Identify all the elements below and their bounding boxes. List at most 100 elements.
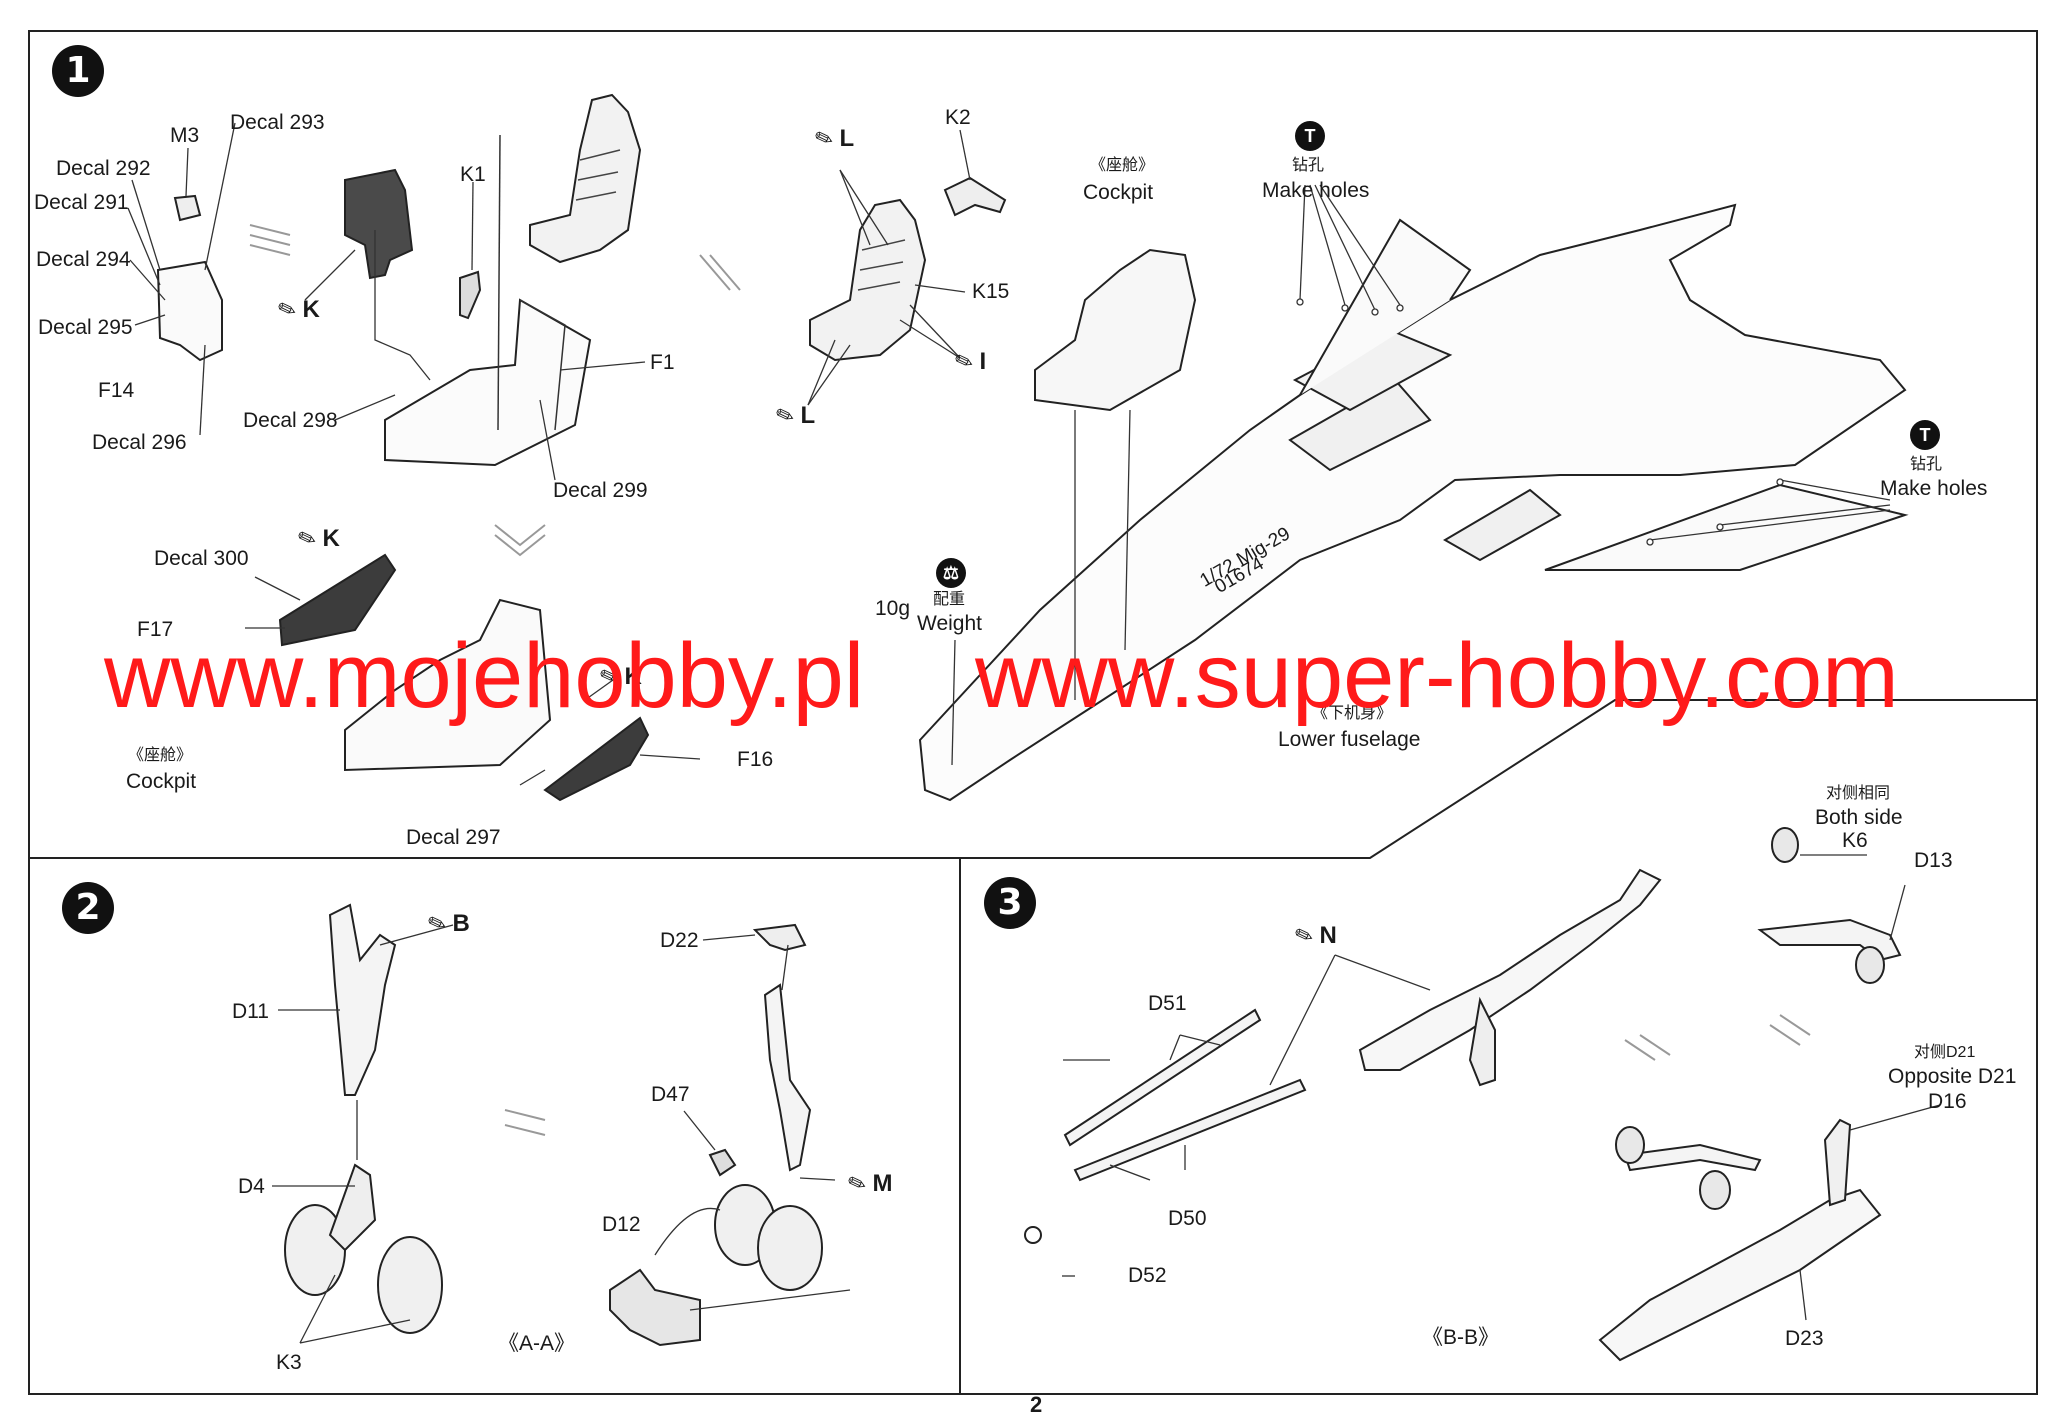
paint-pen-icon: ✎ (772, 400, 798, 431)
label-cockpit-bottom: Cockpit (126, 770, 197, 793)
paint-k-1: ✎K (274, 294, 320, 325)
paint-b: ✎B (424, 908, 470, 939)
left-wing (1299, 218, 1472, 396)
strut-k6-d13 (1757, 918, 1902, 962)
part-d22 (752, 923, 807, 952)
paint-k-2: ✎K (294, 523, 340, 554)
label-d16: D16 (1928, 1090, 1967, 1113)
label-decal-293: Decal 293 (230, 111, 325, 134)
label-k15: K15 (972, 280, 1010, 303)
label-d13: D13 (1914, 849, 1953, 872)
label-f1: F1 (650, 351, 675, 374)
wheel-k6 (1771, 827, 1799, 863)
label-both-side: Both side (1815, 806, 1903, 829)
dark-part-f17 (278, 553, 397, 647)
ejection-seat-mid (809, 198, 927, 362)
part-k1 (459, 270, 482, 320)
right-wing (1544, 483, 1909, 571)
label-decal-298: Decal 298 (243, 409, 338, 432)
paint-i: ✎I (951, 346, 987, 377)
label-weight-cn: 配重 (933, 591, 966, 608)
label-m3: M3 (170, 124, 200, 147)
seat-side-panel (156, 260, 223, 362)
label-decal-299: Decal 299 (553, 479, 648, 502)
label-drill-cn-right: 钻孔 (1910, 456, 1943, 473)
paint-k-3: ✎K (596, 661, 642, 692)
label-lower-fuselage-cn: 《下机身》 (1312, 705, 1393, 722)
label-d52: D52 (1128, 1264, 1167, 1287)
label-decal-300: Decal 300 (154, 547, 249, 570)
wheel-d13 (1855, 946, 1885, 984)
weight-icon: ⚖ (936, 558, 966, 588)
gear-strut-right (763, 983, 812, 1172)
label-decal-296: Decal 296 (92, 431, 187, 454)
main-gear-strut (1358, 868, 1662, 1071)
label-k1: K1 (460, 163, 486, 186)
label-lower-fuselage: Lower fuselage (1278, 728, 1421, 751)
label-decal-292: Decal 292 (56, 157, 151, 180)
label-f17: F17 (137, 618, 174, 641)
label-d22: D22 (660, 929, 699, 952)
label-d47: D47 (651, 1083, 690, 1106)
paint-pen-icon: ✎ (811, 123, 837, 154)
label-opposite: Opposite D21 (1888, 1065, 2017, 1088)
part-m3 (173, 194, 202, 222)
dark-part-k-top (344, 168, 414, 280)
label-d51: D51 (1148, 992, 1187, 1015)
label-both-side-cn: 对侧相同 (1826, 785, 1891, 802)
label-f14: F14 (98, 379, 135, 402)
label-make-holes-left: Make holes (1262, 179, 1370, 202)
paint-pen-icon: ✎ (274, 294, 300, 325)
label-decal-294: Decal 294 (36, 248, 131, 271)
label-k3: K3 (276, 1351, 302, 1374)
label-d12: D12 (602, 1213, 641, 1236)
part-d12 (609, 1268, 701, 1347)
label-opposite-cn: 对侧D21 (1914, 1044, 1976, 1061)
cockpit-assembly-top (1034, 248, 1197, 412)
paint-l-top: ✎L (811, 123, 855, 154)
label-decal-297: Decal 297 (406, 826, 501, 849)
paint-pen-icon: ✎ (294, 523, 320, 554)
step-3-badge: 3 (984, 877, 1036, 929)
page-border (28, 30, 2038, 1395)
label-weight: Weight (917, 612, 982, 635)
rod-d50 (1073, 1078, 1307, 1182)
part-d47 (708, 1148, 737, 1177)
label-decal-291: Decal 291 (34, 191, 129, 214)
paint-pen-icon: ✎ (1291, 920, 1317, 951)
label-d11: D11 (232, 1000, 269, 1023)
part-d16 (1823, 1118, 1852, 1207)
drill-icon-left: T (1295, 121, 1325, 151)
cockpit-assembly-bottom (344, 598, 552, 772)
label-d23: D23 (1785, 1327, 1824, 1350)
gear-d23 (1598, 1188, 1882, 1362)
drill-icon-right: T (1910, 420, 1940, 450)
label-k2: K2 (945, 106, 971, 129)
label-weight-amount: 10g (875, 597, 911, 620)
paint-m: ✎M (844, 1168, 893, 1199)
rod-d51 (1063, 1008, 1262, 1147)
label-drill-cn-left: 钻孔 (1292, 157, 1325, 174)
label-cockpit-cn-top: 《座舱》 (1090, 157, 1155, 174)
label-d4: D4 (238, 1175, 265, 1198)
label-make-holes-right: Make holes (1880, 477, 1988, 500)
label-cockpit-cn-bottom: 《座舱》 (128, 747, 193, 764)
watermark-super-hobby: www.super-hobby.com (975, 625, 1899, 727)
paint-pen-icon: ✎ (424, 908, 450, 939)
paint-pen-icon: ✎ (951, 346, 977, 377)
watermark-mojehobby: www.mojehobby.pl (104, 625, 865, 727)
label-d50: D50 (1168, 1207, 1207, 1230)
label-cockpit-top: Cockpit (1083, 181, 1154, 204)
dark-part-f16 (543, 716, 650, 802)
step-1-badge: 1 (52, 45, 104, 97)
paint-pen-icon: ✎ (844, 1168, 870, 1199)
label-bb: 《B-B》 (1422, 1326, 1500, 1349)
cockpit-tub-f1 (384, 298, 592, 467)
wheel-k3 (377, 1236, 443, 1334)
label-aa: 《A-A》 (498, 1332, 576, 1355)
